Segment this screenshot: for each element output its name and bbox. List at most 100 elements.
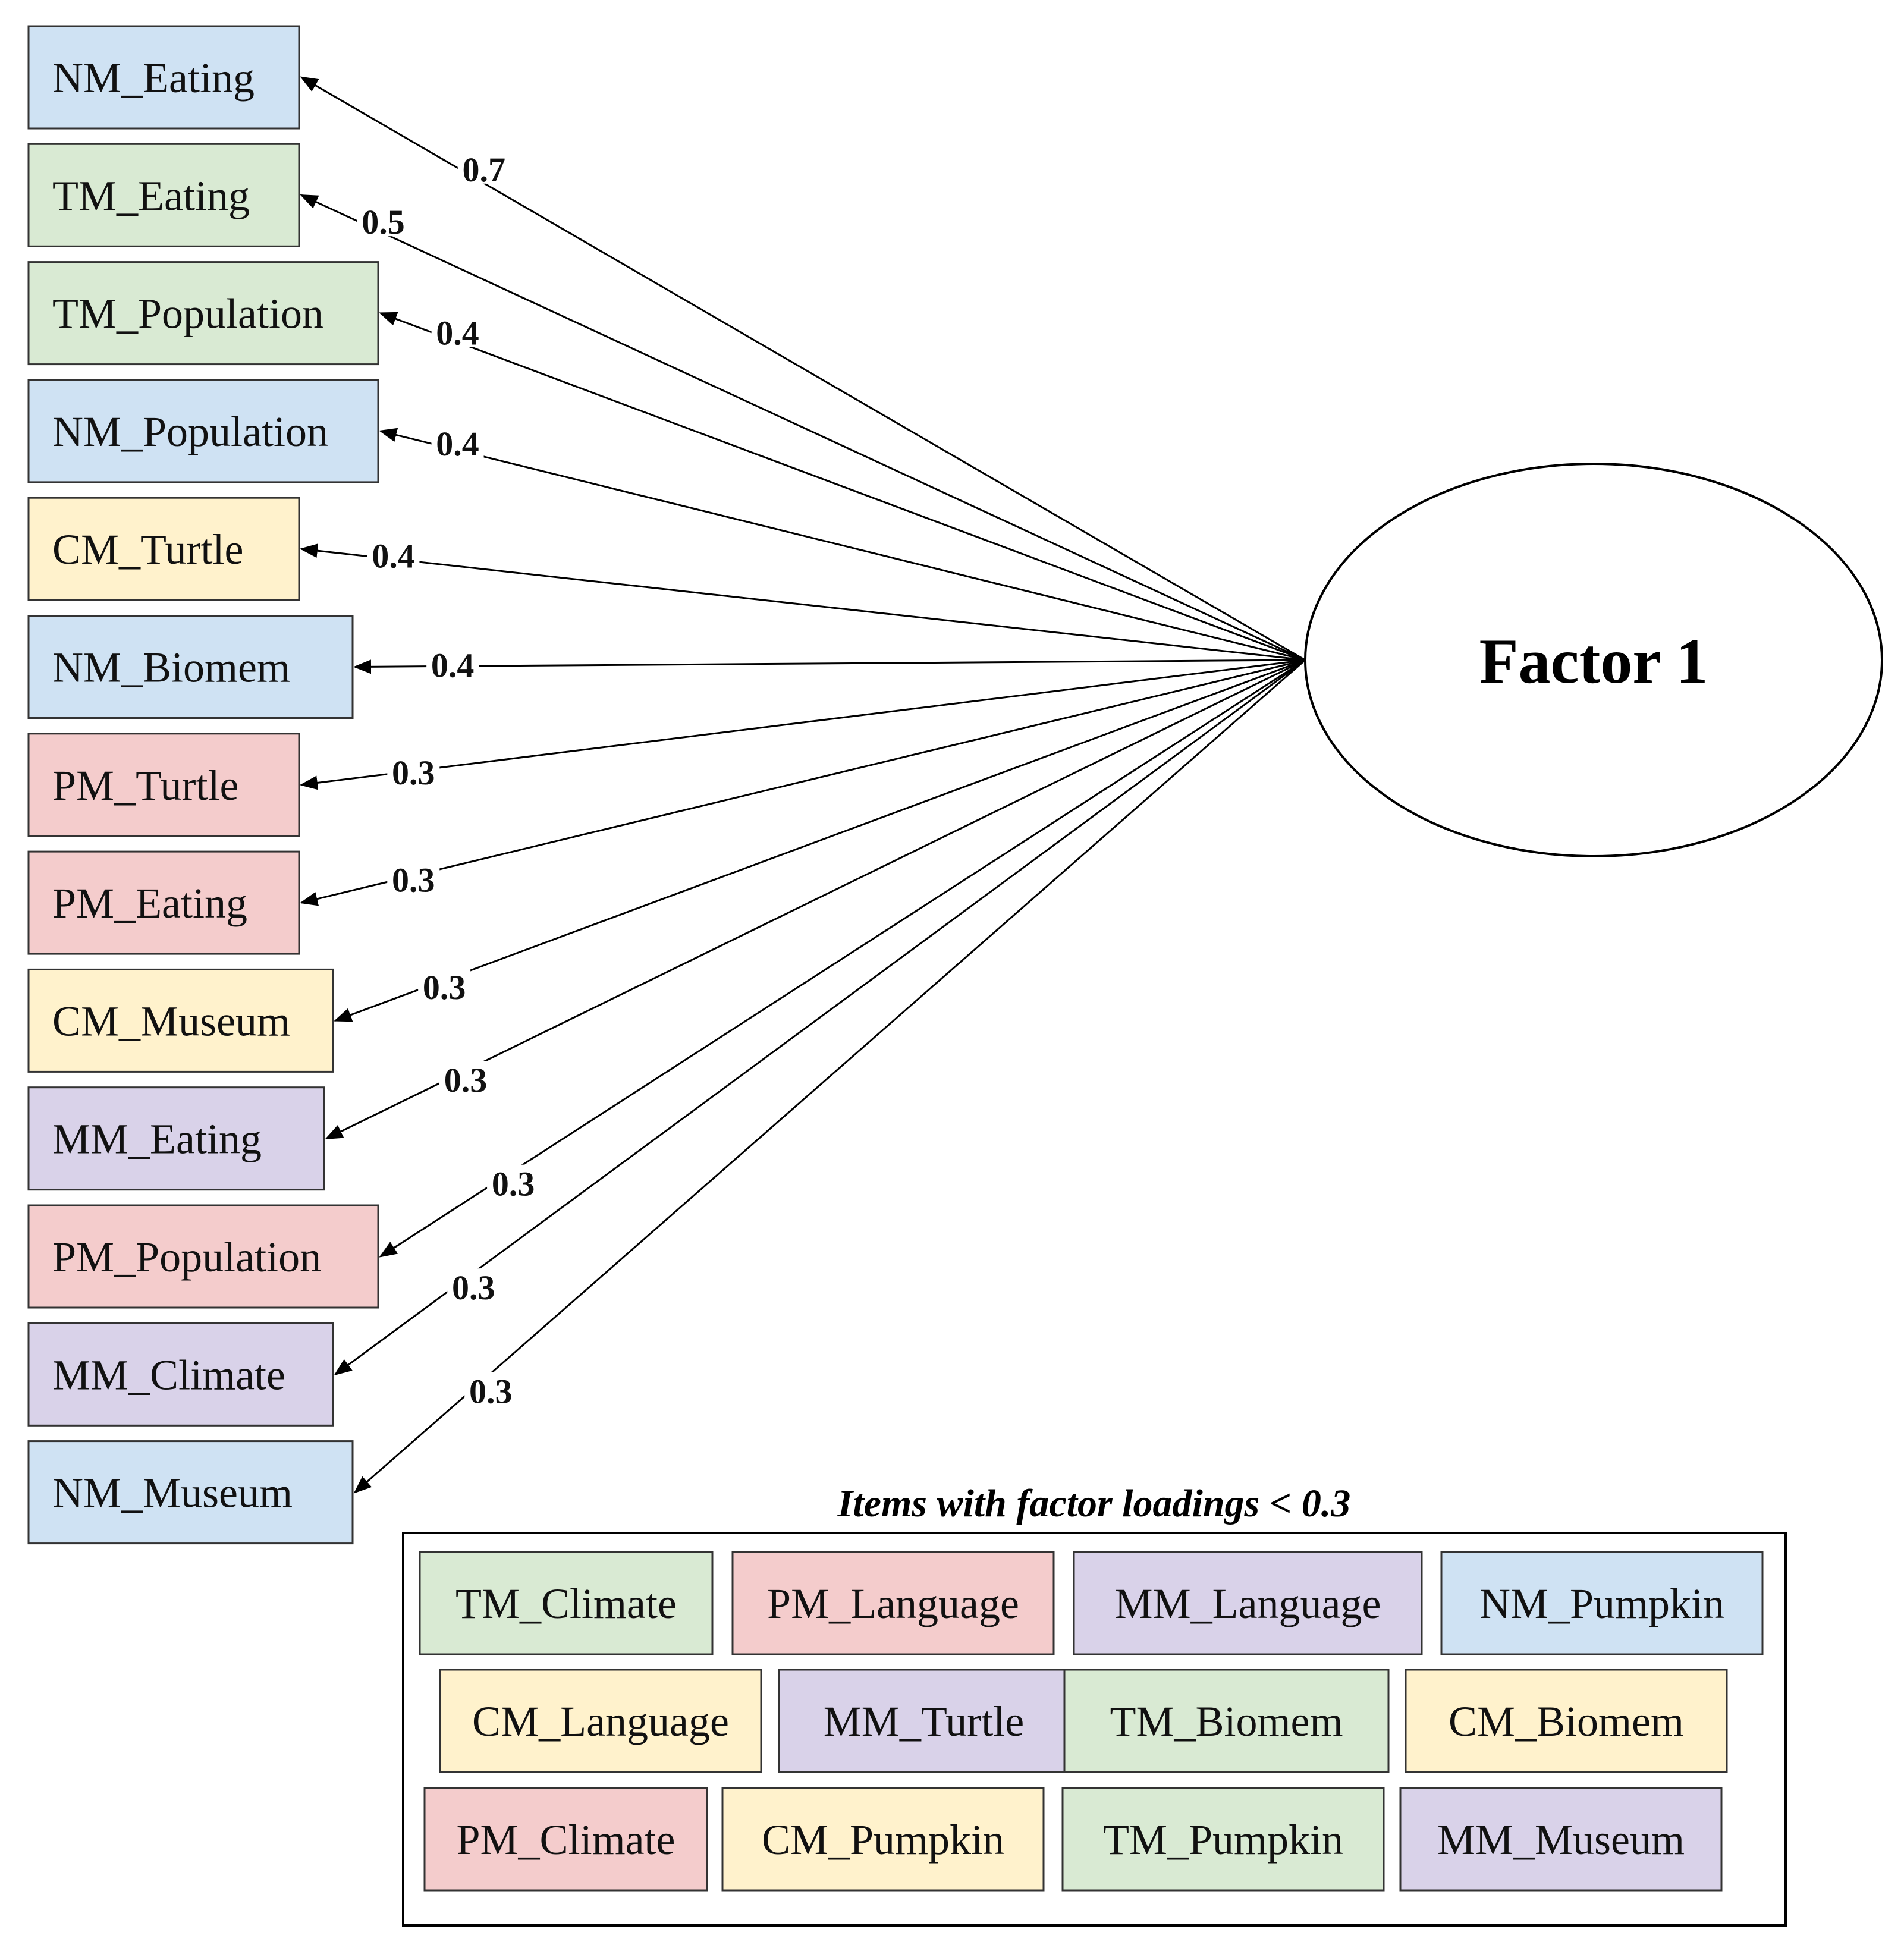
legend-item-label: MM_Museum [1437,1816,1685,1864]
legend-item-box: CM_Language [439,1669,762,1773]
loading-arrow [379,428,1306,661]
loading-label: 0.3 [487,1164,540,1204]
item-box-rect [27,733,300,837]
loading-label: 0.3 [387,860,440,899]
low-loadings-legend: Items with factor loadings < 0.3 TM_Clim… [402,1482,1787,1927]
item-label: NM_Biomem [52,644,290,692]
item-label: PM_Turtle [52,762,238,809]
item-box-rect [27,261,379,366]
legend-item-rect [1073,1551,1423,1655]
legend-item-label: TM_Climate [455,1580,677,1627]
loading-arrow [334,659,1306,1376]
loading-label-bg [387,753,440,787]
item-box-rect [27,968,334,1073]
item-label: NM_Museum [52,1469,293,1517]
factor-node: Factor 1 [1304,463,1883,857]
legend-item-label: CM_Pumpkin [762,1816,1004,1864]
item-box: NM_Biomem [27,615,354,719]
loading-value: 0.5 [362,203,405,241]
legend-item-label: PM_Climate [456,1816,675,1864]
legend-item-label: MM_Turtle [824,1698,1024,1745]
legend-item-box: TM_Biomem [1063,1669,1390,1773]
item-label: CM_Turtle [52,526,243,573]
legend-item-label: TM_Pumpkin [1103,1816,1343,1864]
factor-label: Factor 1 [1479,626,1708,697]
legend-item-rect [423,1787,708,1892]
legend-item-rect [439,1669,762,1773]
item-box-rect [27,1322,334,1427]
legend-item-rect [721,1787,1045,1892]
legend-item-rect [1061,1787,1385,1892]
item-box: MM_Eating [27,1086,325,1191]
item-box-rect [27,497,300,601]
item-label: TM_Eating [52,172,250,219]
legend-item-box: PM_Climate [423,1787,708,1892]
loading-value: 0.4 [436,425,479,463]
loading-arrow [300,659,1306,790]
loading-arrows [300,76,1306,1494]
item-box: NM_Population [27,379,379,483]
legend-item-rect [1399,1787,1723,1892]
loading-labels: 0.7 0.5 0.4 0.4 0.4 0.4 0.3 0.3 0.3 0.3 0.3 0.3 0.3 [357,150,540,1411]
loading-label: 0.3 [418,967,471,1007]
loading-label: 0.7 [457,150,510,189]
item-box: TM_Population [27,261,379,366]
loading-arrow [300,194,1306,661]
item-box-rect [27,1086,325,1191]
loading-value: 0.4 [436,314,479,353]
legend-item-label: CM_Biomem [1449,1698,1684,1745]
loading-label-bg [418,967,471,1001]
loading-arrow [353,659,1306,674]
loading-label: 0.4 [367,536,420,575]
loading-label-bg [431,313,484,347]
loading-label-bg [487,1164,540,1198]
loading-label: 0.4 [431,425,484,463]
legend-item-label: TM_Biomem [1110,1698,1343,1745]
loading-arrow [353,659,1306,1494]
legend-frame [402,1532,1787,1927]
loading-label-bg [447,1268,500,1302]
item-box: TM_Eating [27,143,300,247]
item-label: PM_Eating [52,879,247,927]
item-box: PM_Turtle [27,733,300,837]
item-label: PM_Population [52,1233,321,1281]
loading-label: 0.4 [426,646,479,685]
loading-value: 0.3 [444,1061,488,1099]
legend-item-box: MM_Language [1073,1551,1423,1655]
loading-value: 0.3 [452,1268,495,1307]
item-box: NM_Museum [27,1440,354,1545]
item-box-rect [27,1204,379,1309]
loading-value: 0.3 [423,968,466,1007]
loading-label-bg [367,536,420,570]
item-box: CM_Museum [27,968,334,1073]
loading-label: 0.3 [439,1061,492,1099]
item-label: NM_Population [52,408,328,455]
loading-value: 0.3 [392,753,435,792]
loading-label-bg [431,425,484,458]
loading-label-bg [357,203,410,237]
item-box-rect [27,143,300,247]
loading-label-bg [426,646,479,680]
loading-value: 0.4 [431,646,475,685]
legend-item-rect [1405,1669,1728,1773]
legend-item-label: NM_Pumpkin [1479,1580,1724,1627]
item-box: CM_Turtle [27,497,300,601]
legend-item-box: MM_Museum [1399,1787,1723,1892]
item-box-rect [27,25,300,130]
item-boxes: NM_EatingTM_EatingTM_PopulationNM_Popula… [27,25,379,1545]
item-box: PM_Eating [27,850,300,955]
loading-arrow [334,659,1306,1022]
factor-ellipse [1304,463,1883,857]
loading-label: 0.5 [357,203,410,241]
item-label: TM_Population [52,290,323,338]
legend-item-box: TM_Pumpkin [1061,1787,1385,1892]
loading-arrow [300,659,1306,906]
loading-label: 0.3 [464,1372,517,1411]
legend-item-label: CM_Language [472,1698,729,1745]
loading-value: 0.4 [372,536,415,575]
legend-item-rect [1440,1551,1764,1655]
legend-item-rect [1063,1669,1390,1773]
legend-item-box: TM_Climate [419,1551,714,1655]
